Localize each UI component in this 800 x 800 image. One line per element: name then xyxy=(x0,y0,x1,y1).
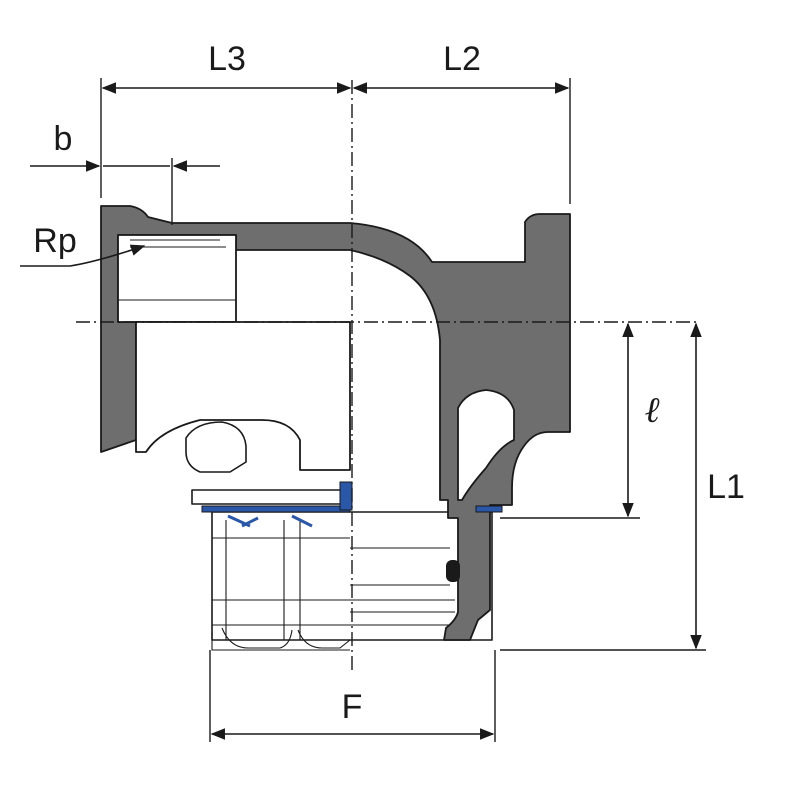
gusset-hole xyxy=(457,389,515,501)
lower-boss xyxy=(185,421,247,473)
retaining-plate xyxy=(191,489,343,505)
seal-ring-left xyxy=(201,505,351,513)
leader-rp xyxy=(20,244,146,267)
seal-ring-right xyxy=(475,505,503,513)
elbow-body xyxy=(100,205,571,641)
coupling-nut xyxy=(211,511,493,651)
label-b: b xyxy=(54,120,73,158)
label-l3: L3 xyxy=(208,40,246,78)
label-f: F xyxy=(342,688,363,726)
bore-passage xyxy=(135,321,351,471)
o-ring xyxy=(446,560,460,582)
label-ell: ℓ xyxy=(645,390,660,430)
label-l1: L1 xyxy=(707,468,745,506)
seal-tab xyxy=(339,481,353,511)
label-l2: L2 xyxy=(443,40,481,78)
label-rp: Rp xyxy=(33,222,76,260)
